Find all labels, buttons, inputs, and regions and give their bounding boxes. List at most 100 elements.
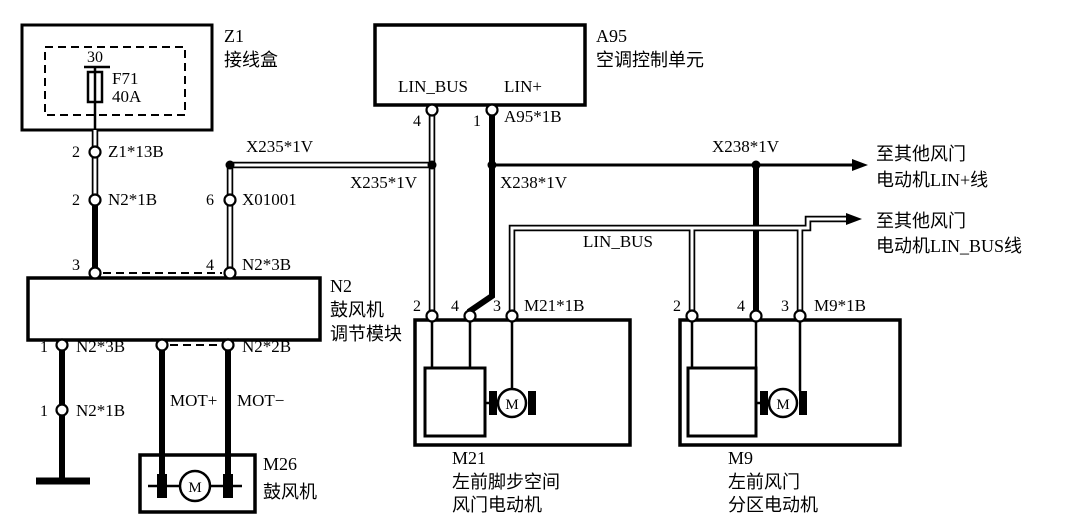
m26-motor-letter: M bbox=[188, 480, 201, 496]
pin-a95-1 bbox=[485, 103, 499, 117]
pin-m21-4 bbox=[463, 309, 477, 323]
connector-label: M21*1B bbox=[524, 296, 584, 315]
m26-name-label: 鼓风机 bbox=[263, 482, 317, 502]
m9-terminal-right bbox=[799, 391, 807, 415]
connector-label: N2*3B bbox=[76, 337, 125, 356]
pin-number: 2 bbox=[72, 192, 80, 209]
lin-bus-label: LIN_BUS bbox=[583, 232, 653, 251]
connector-label: X01001 bbox=[242, 190, 297, 209]
m21-id-label: M21 bbox=[452, 448, 486, 468]
x235-label-right: X235*1V bbox=[350, 173, 418, 192]
pin-number: 1 bbox=[40, 403, 48, 420]
m26-id-label: M26 bbox=[263, 454, 297, 474]
fuse-id-label: F71 bbox=[112, 69, 138, 88]
m26-motor-icon bbox=[178, 469, 212, 503]
a95-control-unit-box bbox=[373, 23, 587, 107]
pin-n2-4 bbox=[223, 266, 237, 280]
pin-a95-4 bbox=[425, 103, 439, 117]
component-boxes bbox=[20, 23, 902, 514]
n2-name-line1: 鼓风机 bbox=[330, 300, 384, 320]
pin-n2-1-bottom bbox=[55, 338, 69, 352]
pin-n2-1b-bottom bbox=[55, 403, 69, 417]
x235-label-left: X235*1V bbox=[246, 137, 314, 156]
m9-name-line1: 左前风门 bbox=[728, 472, 800, 492]
pin-z1-13b bbox=[88, 145, 102, 159]
pin-number: 1 bbox=[40, 339, 48, 356]
arrow-lin-bus-out bbox=[846, 213, 862, 225]
junction-dot-x235-right bbox=[427, 160, 437, 170]
m9-electronics-square bbox=[686, 366, 758, 438]
m21-terminal-right bbox=[528, 391, 536, 415]
m21-electronics-square bbox=[423, 366, 487, 438]
m26-terminal-right bbox=[223, 474, 233, 498]
a95-id-label: A95 bbox=[596, 26, 627, 46]
mot-minus-label: MOT− bbox=[237, 391, 284, 410]
pin-n2-3 bbox=[88, 266, 102, 280]
pin-n2-mot-plus bbox=[155, 338, 169, 352]
wire-lin-plus-vertical bbox=[467, 110, 495, 316]
connector-pins bbox=[55, 103, 807, 417]
lin-bus-out-line2: 电动机LIN_BUS线 bbox=[876, 236, 1022, 256]
z1-inner-dashed-box bbox=[44, 46, 186, 116]
a95-lin-plus-label: LIN+ bbox=[504, 77, 542, 96]
arrow-lin-plus-out bbox=[852, 159, 868, 171]
pin-m21-3 bbox=[505, 309, 519, 323]
junction-dot-x238-left bbox=[487, 160, 497, 170]
pin-number: 4 bbox=[451, 298, 459, 315]
pin-number: 2 bbox=[673, 298, 681, 315]
fuse-f71-symbol bbox=[84, 65, 110, 130]
fuse-rating-label: 40A bbox=[112, 87, 142, 106]
z1-name-label: 接线盒 bbox=[224, 50, 278, 70]
junction-dot-x238-right bbox=[751, 160, 761, 170]
m9-id-label: M9 bbox=[728, 448, 753, 468]
pin-number: 6 bbox=[206, 192, 214, 209]
connector-label: N2*1B bbox=[108, 190, 157, 209]
a95-lin-bus-label: LIN_BUS bbox=[398, 77, 468, 96]
pin-number: 3 bbox=[781, 298, 789, 315]
pin-m9-4 bbox=[749, 309, 763, 323]
a95-name-label: 空调控制单元 bbox=[596, 50, 704, 70]
m21-internal-wires bbox=[430, 321, 514, 405]
x238-label-right: X238*1V bbox=[712, 137, 780, 156]
bus-wires bbox=[91, 110, 846, 316]
n2-id-label: N2 bbox=[330, 276, 352, 296]
m21-name-line1: 左前脚步空间 bbox=[452, 472, 560, 492]
junction-dot-x235-left bbox=[225, 160, 235, 170]
m26-terminal-left bbox=[157, 474, 167, 498]
x238-label-left: X238*1V bbox=[500, 173, 568, 192]
z1-id-label: Z1 bbox=[224, 26, 244, 46]
pin-number: 4 bbox=[737, 298, 745, 315]
m21-motor-letter: M bbox=[505, 397, 518, 413]
pin-n2-1b-top bbox=[88, 193, 102, 207]
m9-motor-icon bbox=[767, 387, 799, 419]
junction-dots bbox=[225, 160, 761, 170]
pin-n2-mot-minus bbox=[221, 338, 235, 352]
connector-label: Z1*13B bbox=[108, 142, 164, 161]
z1-junction-box bbox=[20, 23, 214, 132]
lin-plus-out-line2: 电动机LIN+线 bbox=[876, 170, 988, 190]
signal-wires bbox=[148, 163, 852, 488]
pin-number: 2 bbox=[413, 298, 421, 315]
wire-x235-double-white bbox=[228, 163, 432, 273]
lin-bus-out-line1: 至其他风门 bbox=[876, 211, 966, 231]
n2-name-line2: 调节模块 bbox=[330, 324, 402, 344]
n2-module-box bbox=[26, 276, 322, 342]
m9-motor-letter: M bbox=[776, 397, 789, 413]
m9-terminal-left bbox=[760, 391, 768, 415]
connector-label: A95*1B bbox=[504, 107, 562, 126]
pin-number: 4 bbox=[206, 257, 214, 274]
pin-number: 3 bbox=[493, 298, 501, 315]
connector-label: N2*1B bbox=[76, 401, 125, 420]
connector-label: N2*2B bbox=[242, 337, 291, 356]
pin-number: 3 bbox=[72, 257, 80, 274]
motor-symbols bbox=[157, 387, 807, 503]
pin-m21-2 bbox=[425, 309, 439, 323]
pin-number: 1 bbox=[473, 113, 481, 130]
pin-m9-2 bbox=[685, 309, 699, 323]
pin-number: 2 bbox=[72, 144, 80, 161]
connector-label: N2*3B bbox=[242, 255, 291, 274]
m21-motor-icon bbox=[496, 387, 528, 419]
lin-plus-out-line1: 至其他风门 bbox=[876, 144, 966, 164]
wire-linbus-chain-double-white bbox=[510, 217, 846, 316]
